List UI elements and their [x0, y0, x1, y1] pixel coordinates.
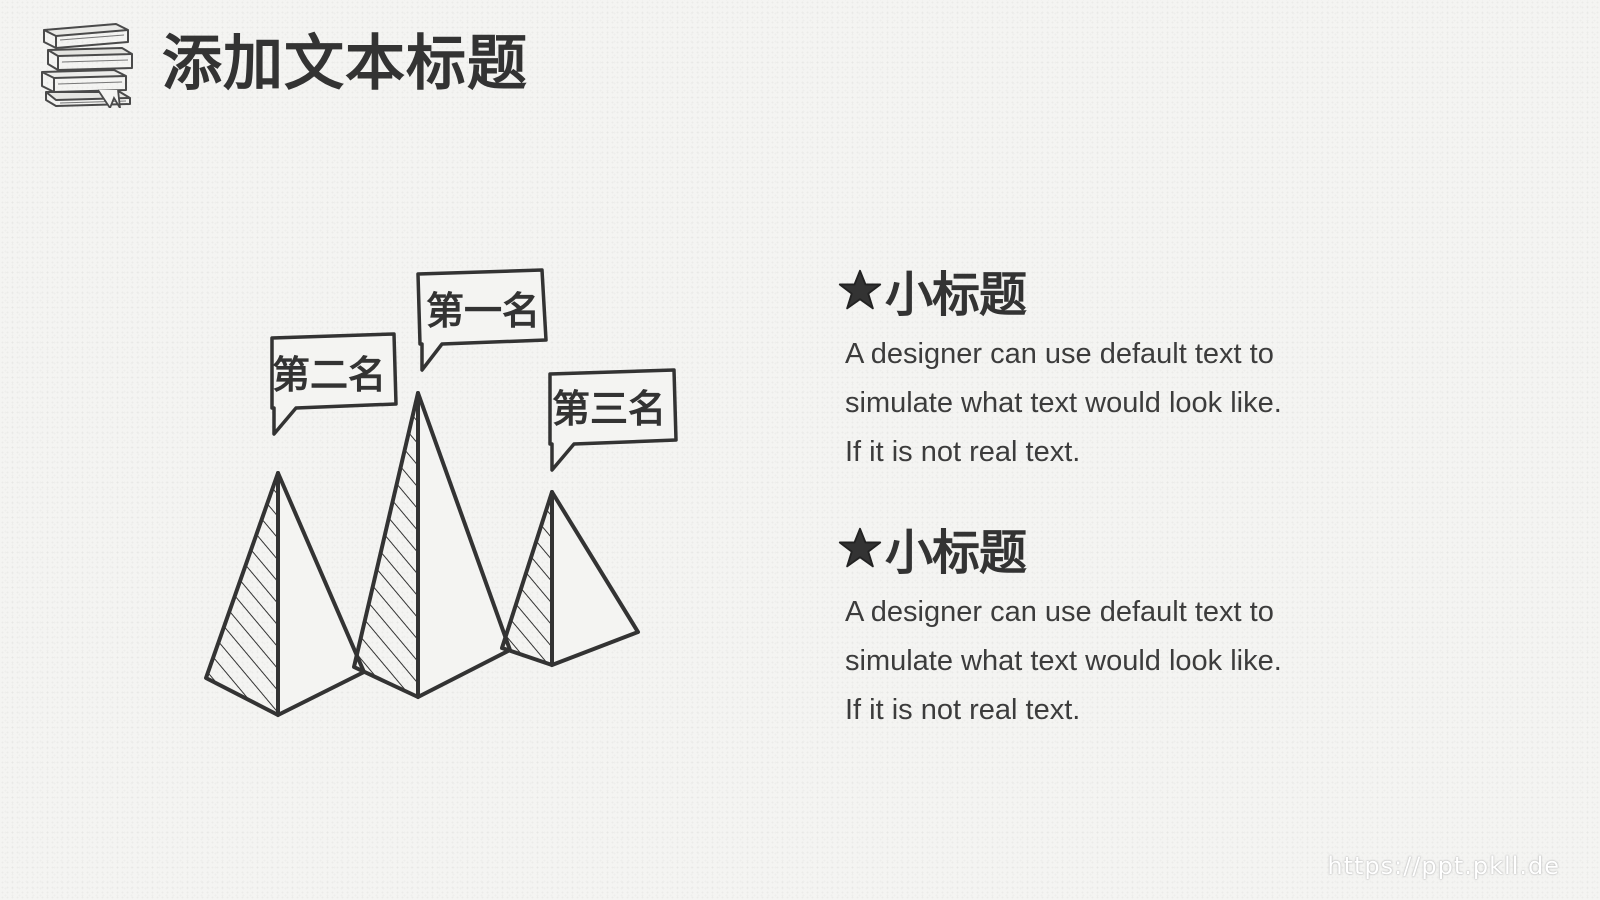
pyramid-third: [500, 490, 640, 667]
section-body-line: A designer can use default text to: [845, 596, 1274, 628]
text-section-1: 小标题 A designer can use default text to s…: [838, 258, 1485, 477]
section-body-line: simulate what text would look like.: [845, 387, 1282, 419]
books-stack-icon: [41, 23, 133, 108]
page-title: 添加文本标题: [162, 29, 528, 99]
text-section-2: 小标题 A designer can use default text to s…: [838, 516, 1485, 735]
pyramid-second: [204, 471, 366, 717]
callout-third-label: 第三名: [552, 387, 666, 431]
section-heading: 小标题: [838, 516, 1485, 581]
section-body: A designer can use default text to simul…: [845, 588, 1405, 735]
pyramid-first: [352, 391, 512, 699]
callout-first-label: 第一名: [426, 289, 540, 333]
section-body-line: simulate what text would look like.: [845, 645, 1282, 677]
callout-first: [416, 268, 548, 372]
callout-third: [548, 368, 678, 472]
callout-second-label: 第二名: [272, 353, 386, 397]
section-body-line: A designer can use default text to: [845, 338, 1274, 370]
star-icon: [838, 269, 882, 310]
section-heading: 小标题: [838, 258, 1485, 323]
section-title: 小标题: [885, 525, 1027, 581]
callout-second: [270, 332, 398, 436]
watermark: https://ppt.pkll.de: [1327, 852, 1560, 880]
pyramid-ranking-illustration: 第一名 第二名 第三名: [204, 268, 678, 717]
star-icon: [838, 527, 882, 568]
section-body-line: If it is not real text.: [845, 694, 1081, 726]
section-body-line: If it is not real text.: [845, 436, 1081, 468]
section-body: A designer can use default text to simul…: [845, 330, 1405, 477]
section-title: 小标题: [885, 267, 1027, 323]
